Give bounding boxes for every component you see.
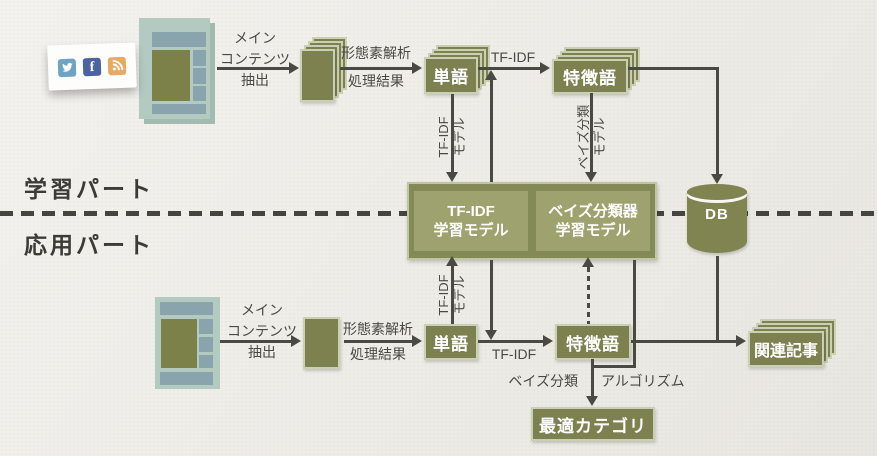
words-box-application: 単語 <box>424 324 478 360</box>
tfidf-model-vlabel-learning: TF-IDF モデル <box>436 116 467 158</box>
mock-main-content <box>152 50 190 101</box>
morph-label-learning-line1: 形態素解析 <box>341 45 411 61</box>
dashed-line-features-to-bayes-model <box>587 267 590 324</box>
line-bayes-model-jog <box>591 365 636 368</box>
mock-header-bar <box>160 302 213 315</box>
related-articles-box: 関連記事 <box>748 319 836 367</box>
line-features-to-bayes-model <box>590 93 593 173</box>
mock-header-bar <box>152 32 206 47</box>
learning-section-label: 学習パート <box>24 176 154 202</box>
line-features-to-db-vertical <box>716 67 719 175</box>
db-label: DB <box>705 206 729 223</box>
arrowhead <box>485 330 497 340</box>
arrowhead <box>485 70 497 80</box>
mock-sidebar-block <box>199 319 213 334</box>
bayes-algorithm-label-right: アルゴリズム <box>601 373 685 389</box>
tfidf-label-application: TF-IDF <box>491 346 537 362</box>
webpage-thumbnail-learning <box>139 18 210 119</box>
mock-footer-bar <box>152 104 206 114</box>
best-category-box: 最適カテゴリ <box>531 407 655 441</box>
extract-label-application: メイン コンテンツ 抽出 <box>227 302 297 360</box>
tfidf-model-box: TF-IDF 学習モデル <box>414 191 528 251</box>
tfidf-label-learning: TF-IDF <box>490 49 536 65</box>
line-tfidf-model-down <box>490 260 493 330</box>
morph-label-application-line2: 処理結果 <box>350 346 406 362</box>
arrowhead <box>711 174 723 184</box>
rss-icon <box>107 56 127 75</box>
arrowhead <box>540 62 550 74</box>
features-box-learning: 特徴語 <box>552 47 640 94</box>
arrowhead <box>291 335 301 347</box>
morph-label-application-line1: 形態素解析 <box>343 321 413 337</box>
line-db-down <box>716 256 719 343</box>
arrow-morph-learning <box>340 67 413 70</box>
arrow-tfidf-learning <box>478 67 541 70</box>
mock-footer-bar <box>160 372 213 385</box>
bayes-algorithm-label-left: ベイズ分類 <box>508 373 578 389</box>
mock-sidebar-block <box>193 68 206 84</box>
webpage-thumbnail-application <box>155 297 220 389</box>
arrowhead <box>289 62 299 74</box>
arrow-features-to-related <box>631 340 737 343</box>
line-features-to-db <box>628 67 719 70</box>
arrow-morph-application <box>344 340 413 343</box>
learning-models-container: TF-IDF 学習モデル ベイズ分類器 学習モデル <box>407 182 657 260</box>
mock-sidebar-block <box>193 86 206 101</box>
db-cylinder <box>687 191 747 253</box>
arrowhead <box>543 335 553 347</box>
arrowhead <box>582 257 594 267</box>
words-box-learning: 単語 <box>424 45 490 94</box>
arrowhead <box>412 62 422 74</box>
bayes-model-vlabel-learning: ベイズ分類 モデル <box>576 104 607 170</box>
arrowhead <box>736 335 746 347</box>
mock-main-content <box>161 319 197 368</box>
bayes-model-box: ベイズ分類器 学習モデル <box>536 191 650 251</box>
morph-label-learning-line2: 処理結果 <box>348 73 404 89</box>
arrowhead <box>446 172 458 182</box>
line-bayes-model-down <box>633 260 636 367</box>
features-box-application: 特徴語 <box>555 324 631 360</box>
arrow-tfidf-application <box>478 340 544 343</box>
morph-result-docs-learning <box>300 37 347 102</box>
arrow-extract-learning <box>217 67 290 70</box>
application-section-label: 応用パート <box>24 232 154 258</box>
extracted-doc-application <box>303 317 340 369</box>
arrowhead <box>586 396 598 406</box>
facebook-icon: f <box>82 57 102 76</box>
mock-sidebar-block <box>199 355 213 368</box>
line-tfidf-model-up <box>490 80 493 182</box>
twitter-icon <box>57 58 77 77</box>
line-features-to-category <box>591 359 594 397</box>
mock-sidebar-block <box>199 337 213 352</box>
social-sources-card: f <box>47 42 137 91</box>
arrow-extract-application <box>220 340 292 343</box>
db-cylinder-top <box>687 184 747 200</box>
extract-label-learning: メイン コンテンツ 抽出 <box>220 30 290 88</box>
arrowhead <box>585 172 597 182</box>
arrowhead <box>446 256 458 266</box>
line-words-up-to-tfidf-model <box>451 266 454 324</box>
tfidf-model-vlabel-application: TF-IDF モデル <box>436 274 467 316</box>
line-words-to-tfidf-model <box>451 94 454 173</box>
mock-sidebar-block <box>193 50 206 66</box>
arrowhead <box>412 335 422 347</box>
